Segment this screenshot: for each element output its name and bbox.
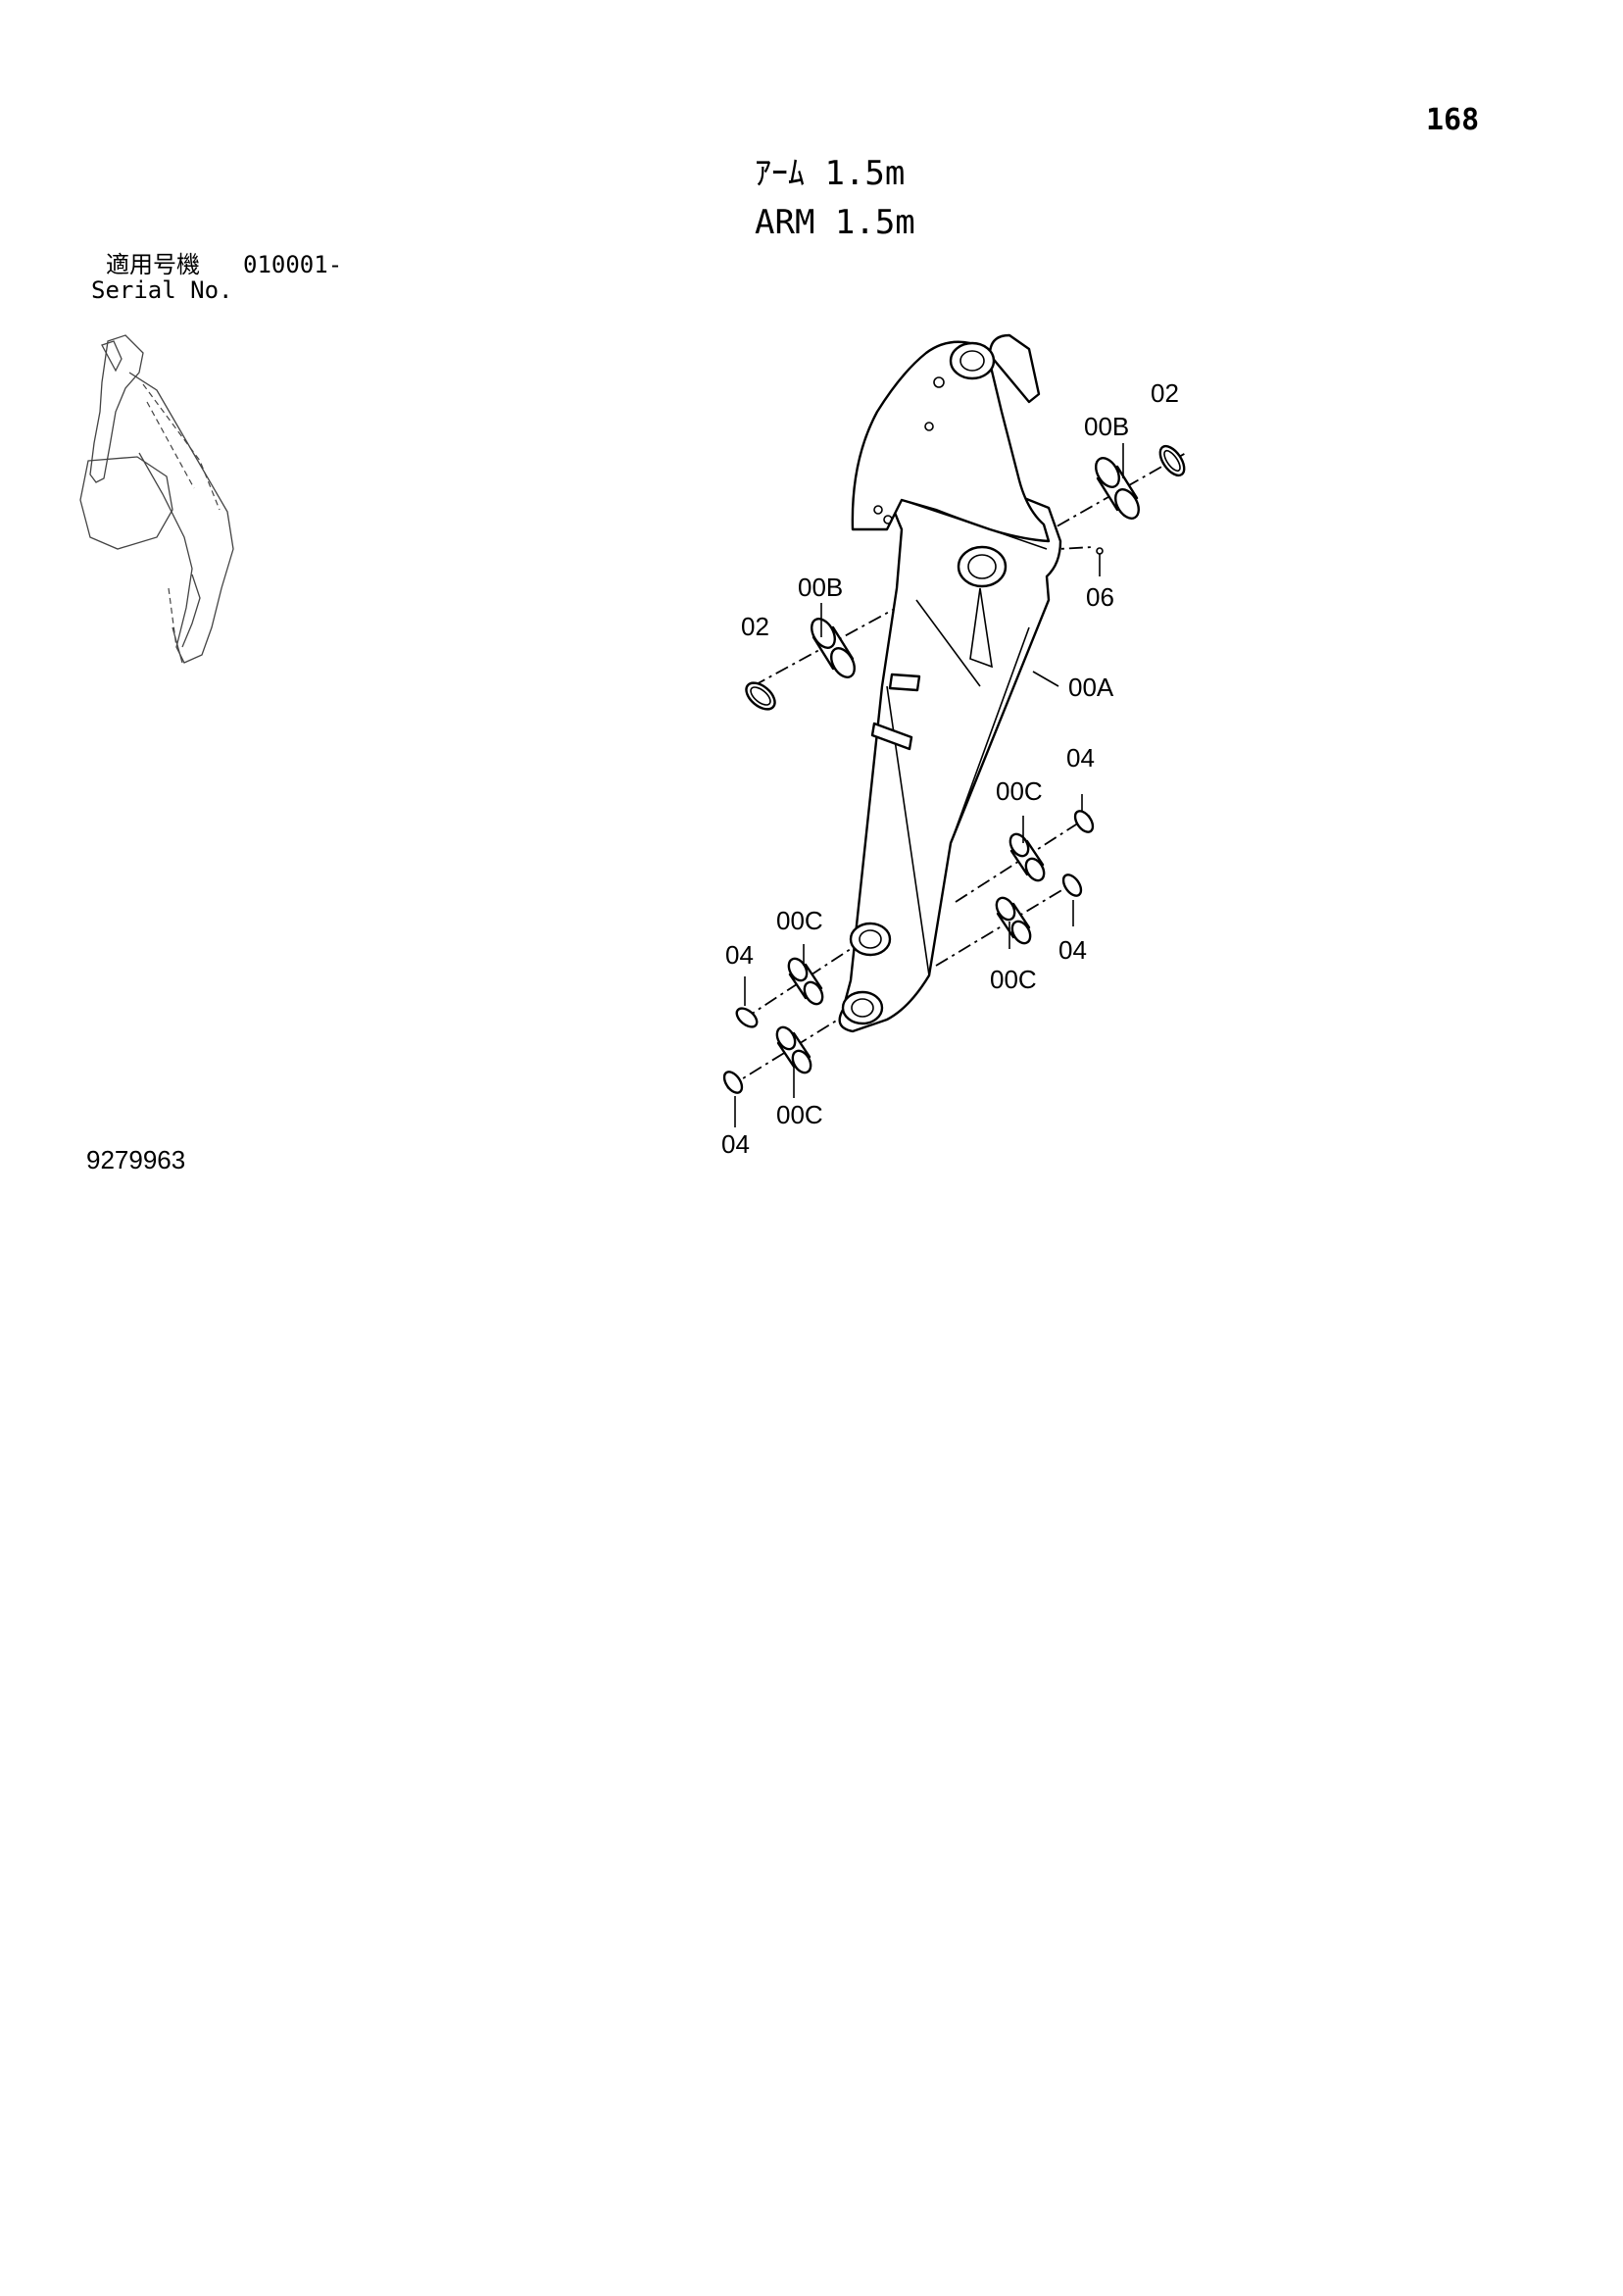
label-ring-top-right: 02 bbox=[1151, 378, 1179, 408]
bushing-top-left bbox=[811, 618, 856, 678]
label-bushing-lower-right: 00C bbox=[990, 965, 1037, 994]
label-ring-upper-left: 04 bbox=[725, 940, 754, 970]
bushing-lower-left bbox=[775, 1025, 812, 1074]
label-grease-fitting: 06 bbox=[1086, 582, 1114, 612]
serial-label-japanese: 適用号機 bbox=[106, 251, 200, 278]
axis-fitting bbox=[989, 546, 1094, 554]
ring-upper-left bbox=[735, 1007, 759, 1028]
ring-lower-right bbox=[1061, 873, 1083, 897]
ring-upper-right bbox=[1073, 810, 1095, 833]
label-bushing-top-right: 00B bbox=[1084, 412, 1129, 441]
label-ring-upper-right: 04 bbox=[1066, 743, 1095, 773]
bushing-top-right bbox=[1095, 457, 1140, 520]
axis-upper-left bbox=[742, 940, 863, 1021]
grease-fitting bbox=[1096, 547, 1104, 555]
page-number: 168 bbox=[1426, 103, 1480, 137]
ring-top-right bbox=[1158, 444, 1186, 477]
excavator-location-thumbnail bbox=[79, 334, 234, 664]
serial-label-english: Serial No. bbox=[91, 276, 233, 304]
label-bushing-upper-right: 00C bbox=[996, 776, 1043, 806]
rings bbox=[722, 444, 1186, 1094]
part-labels: 02 00B 06 00B 02 00A 04 00C 04 00C 00C 0… bbox=[721, 378, 1179, 1159]
arm-body bbox=[838, 333, 1062, 1033]
leader-lines bbox=[734, 443, 1124, 1127]
serial-range: 010001- bbox=[243, 251, 343, 278]
label-ring-lower-right: 04 bbox=[1058, 935, 1087, 965]
axis-top-right bbox=[964, 452, 1187, 579]
label-ring-top-left: 02 bbox=[741, 612, 769, 641]
ring-lower-left bbox=[722, 1071, 744, 1094]
bushings bbox=[775, 457, 1140, 1074]
label-bushing-top-left: 00B bbox=[798, 573, 843, 602]
label-ring-lower-left: 04 bbox=[721, 1129, 750, 1159]
title-english: ARM 1.5m bbox=[755, 203, 915, 242]
bushing-upper-left bbox=[787, 957, 824, 1006]
label-bushing-lower-left: 00C bbox=[776, 1100, 823, 1129]
drawing-number: 9279963 bbox=[86, 1145, 186, 1174]
label-bushing-upper-left: 00C bbox=[776, 906, 823, 935]
title-japanese: ｱｰﾑ 1.5m bbox=[755, 154, 906, 193]
bushing-lower-right bbox=[995, 896, 1032, 945]
label-arm: 00A bbox=[1068, 673, 1114, 702]
bushing-upper-right bbox=[1008, 832, 1046, 882]
ring-top-left bbox=[745, 681, 776, 711]
